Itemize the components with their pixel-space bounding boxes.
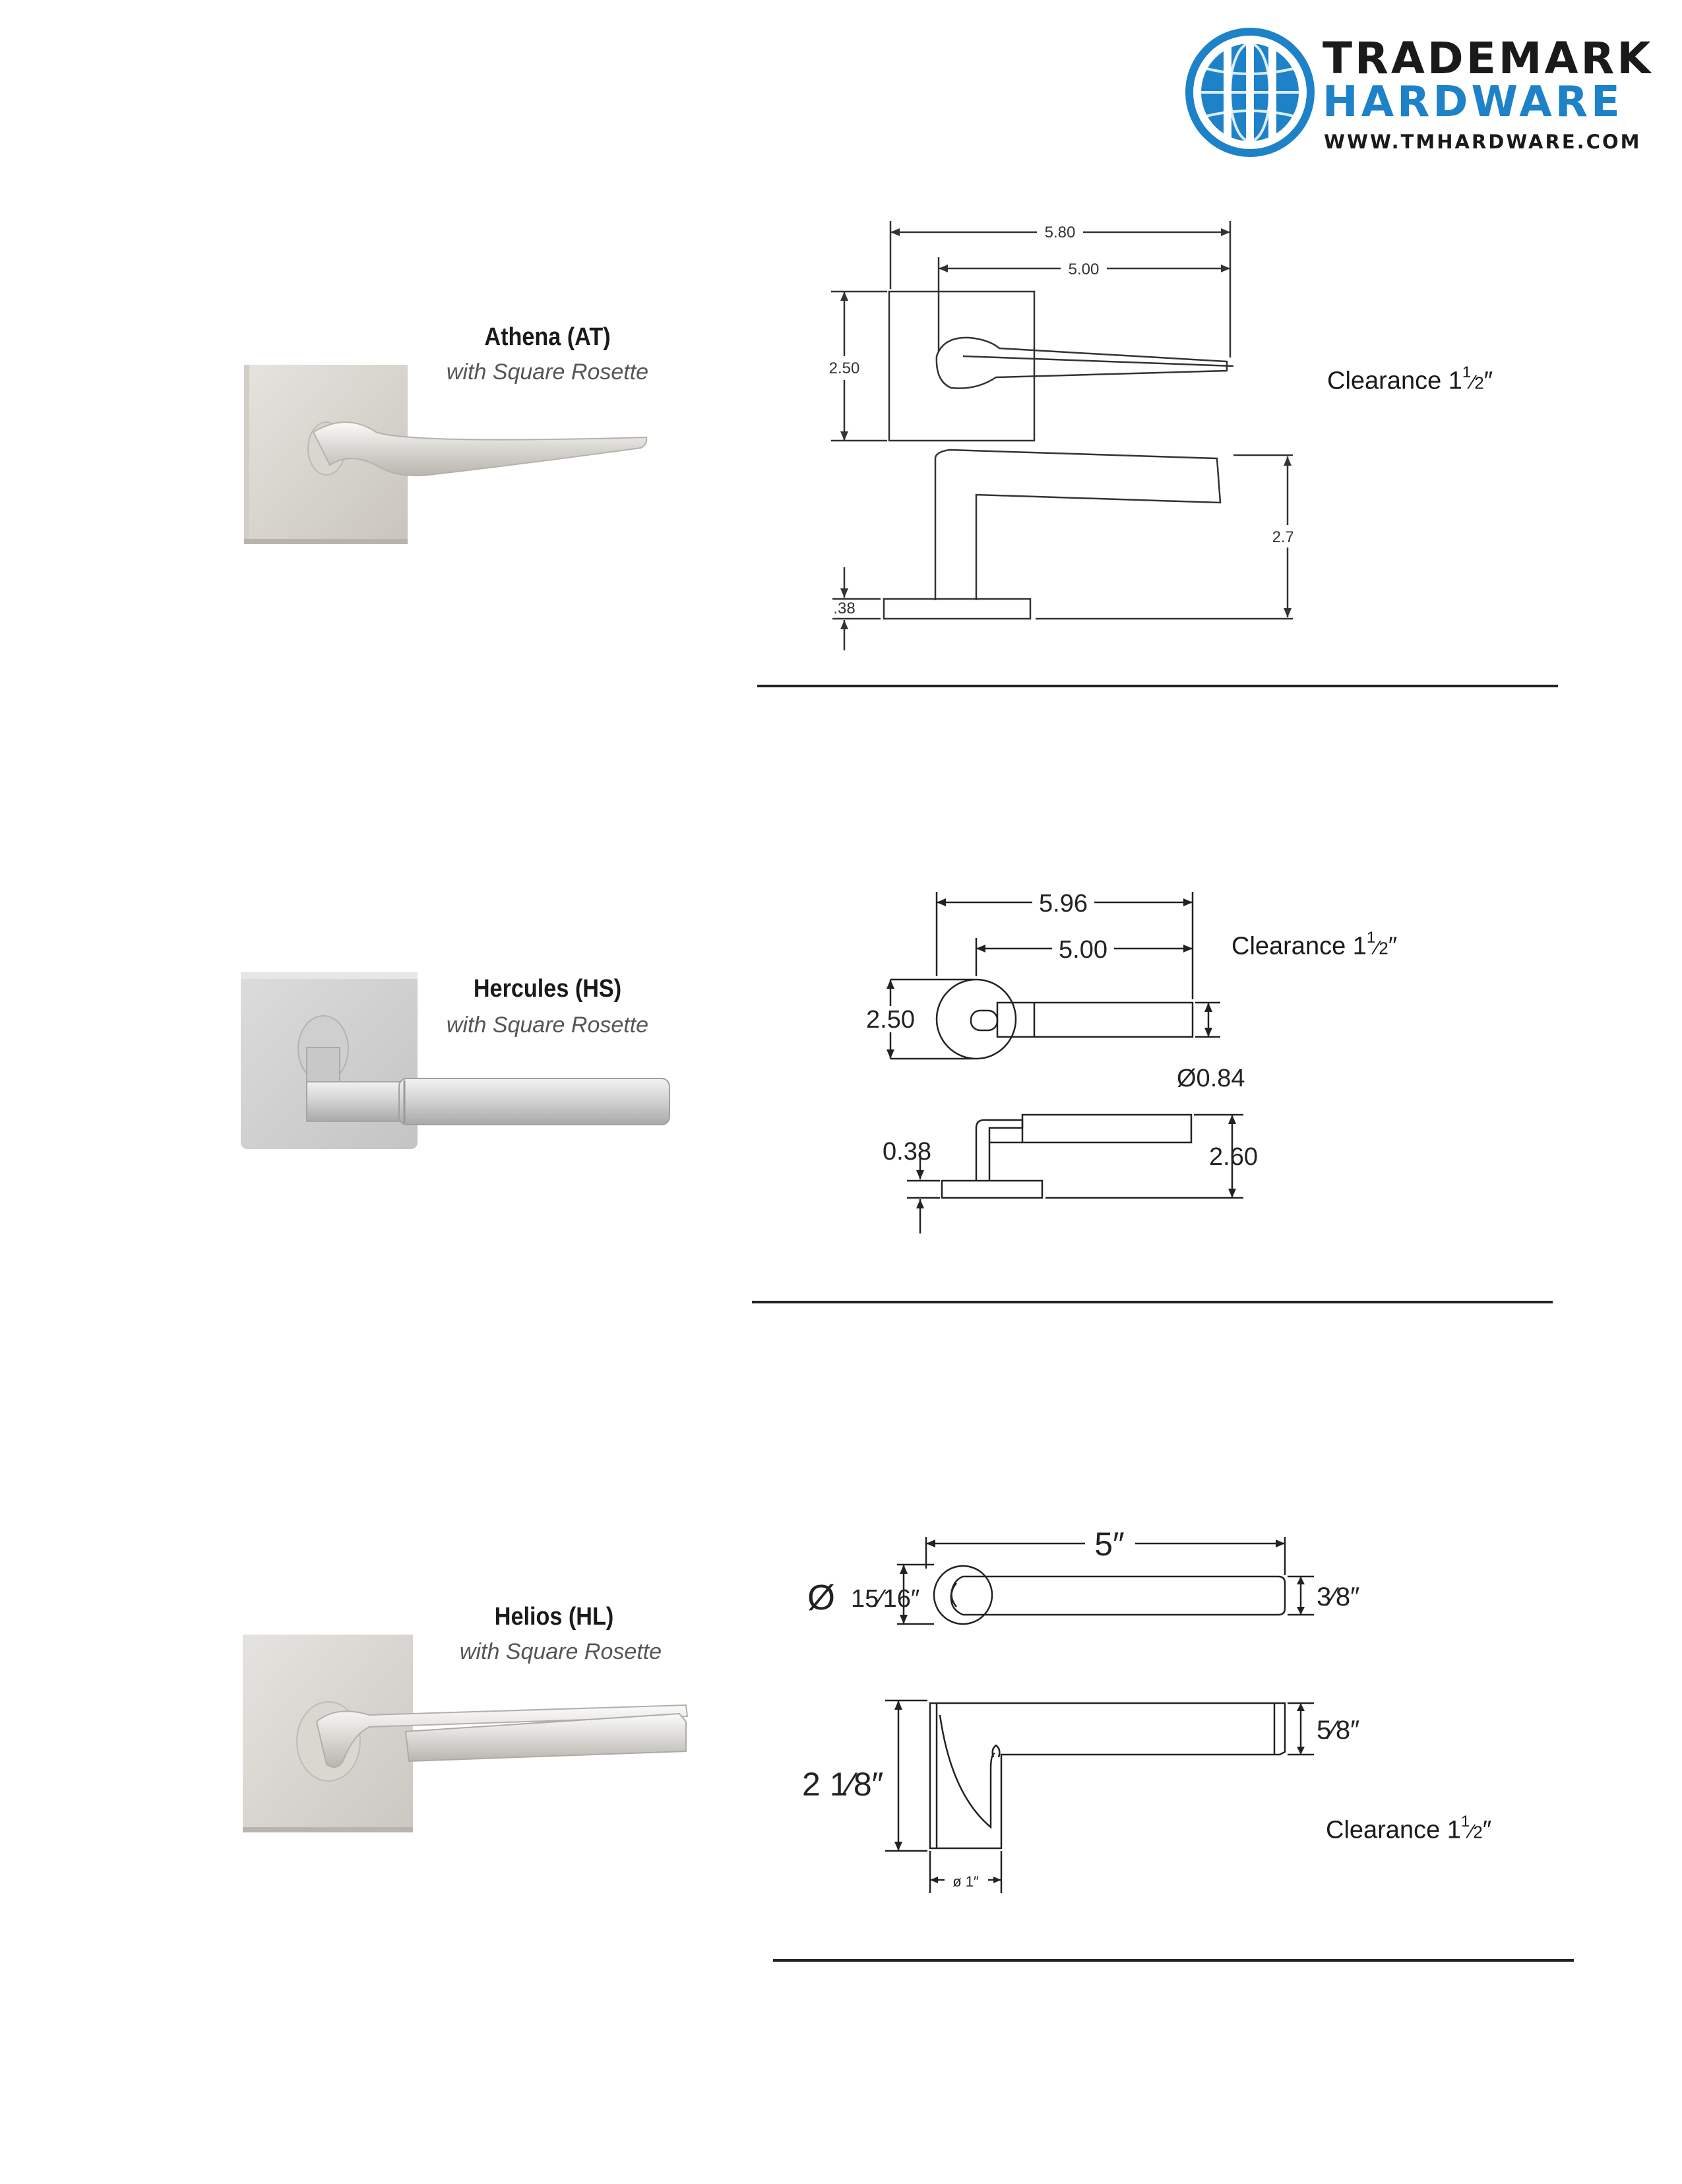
hercules-lever-photo	[241, 972, 670, 1149]
hercules-dimension-drawing: 5.96 5.00 2.50 Ø0.84 0.38 2.60	[863, 889, 1258, 1233]
dim-lever-length: 5.00	[1069, 261, 1100, 278]
dim-lever-thickness: 3⁄8″	[1317, 1582, 1359, 1611]
dim-rosette-thickness: 0.38	[883, 1138, 931, 1166]
clearance-label: Clearance 11⁄2″	[1231, 929, 1398, 960]
section-divider	[773, 1959, 1574, 1962]
product-subtitle: with Square Rosette	[459, 1639, 662, 1664]
product-subtitle: with Square Rosette	[446, 359, 649, 385]
dim-projection: 2 1⁄8″	[802, 1766, 883, 1803]
dim-rosette-height: 2.50	[866, 1006, 915, 1034]
globe-door-icon	[1185, 28, 1315, 157]
brand-name-line2: HARDWARE	[1323, 78, 1623, 127]
dim-rose-diameter: 15⁄16″	[851, 1585, 919, 1613]
dim-projection: 2.73	[1272, 528, 1293, 546]
clearance-label: Clearance 11⁄2″	[1327, 363, 1493, 395]
product-subtitle: with Square Rosette	[446, 1013, 649, 1038]
dim-lever-diameter: Ø0.84	[1177, 1065, 1245, 1092]
dim-overall-length: 5.80	[1045, 224, 1076, 241]
product-name: Hercules (HS)	[473, 975, 622, 1003]
athena-lever-photo	[244, 365, 648, 544]
section-divider	[752, 1301, 1553, 1303]
product-name: Helios (HL)	[494, 1603, 614, 1631]
dim-rosette-height: 2.50	[829, 359, 860, 377]
dim-lever-height: 5⁄8″	[1317, 1716, 1359, 1745]
brand-name-line1: TRADEMARK	[1323, 33, 1654, 84]
dim-lever-length: 5.00	[1059, 936, 1107, 964]
brand-logo: TRADEMARK HARDWARE WWW.TMHARDWARE.COM	[1184, 26, 1651, 158]
section-divider	[757, 685, 1558, 687]
dim-base-diameter: ø 1″	[952, 1873, 979, 1890]
product-name: Athena (AT)	[484, 323, 611, 351]
diameter-symbol: Ø	[807, 1578, 835, 1617]
helios-dimension-drawing: 5″ Ø 15⁄16″ 3⁄8″ 5⁄8″ 2 1⁄8″ ø 1″	[802, 1526, 1359, 1893]
athena-dimension-drawing: 5.80 5.00 2.50 2.73 .38	[829, 221, 1293, 650]
dim-overall-length: 5.96	[1039, 890, 1088, 918]
brand-website: WWW.TMHARDWARE.COM	[1324, 131, 1642, 153]
dim-lever-length: 5″	[1094, 1526, 1125, 1563]
dim-projection: 2.60	[1209, 1143, 1258, 1171]
dim-rosette-thickness: .38	[833, 600, 855, 617]
helios-lever-photo	[243, 1635, 689, 1832]
clearance-label: Clearance 11⁄2″	[1326, 1813, 1492, 1844]
